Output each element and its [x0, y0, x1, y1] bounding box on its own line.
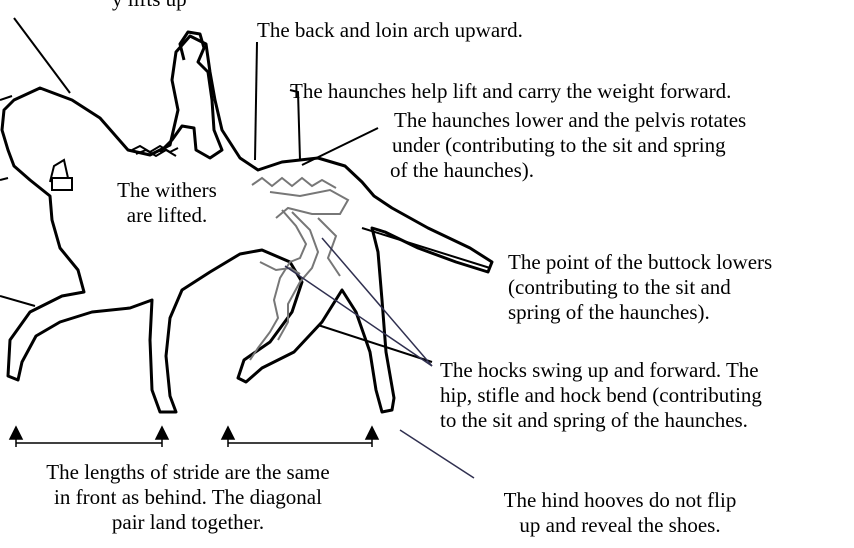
label-pelvis-line-1: The haunches lower and the pelvis rotate…: [394, 108, 746, 133]
label-buttock-line-1: The point of the buttock lowers: [508, 250, 772, 275]
label-back-loin: The back and loin arch upward.: [257, 18, 523, 43]
pointer-line-hooves: [400, 430, 474, 478]
label-pelvis-line-3: of the haunches).: [390, 158, 746, 183]
label-buttock: The point of the buttock lowers (contrib…: [508, 250, 772, 325]
label-stride: The lengths of stride are the same in fr…: [0, 460, 376, 535]
label-buttock-line-2: (contributing to the sit and: [508, 275, 772, 300]
label-stride-line-2: in front as behind. The diagonal: [0, 485, 376, 510]
label-hooves-line-1: The hind hooves do not flip: [470, 488, 770, 513]
label-hocks: The hocks swing up and forward. The hip,…: [440, 358, 762, 433]
stride-marker-front: [10, 427, 168, 447]
pointer-line-poll: [0, 96, 12, 100]
pointer-line-rider: [14, 18, 70, 93]
label-hind-hooves: The hind hooves do not flip up and revea…: [470, 488, 770, 538]
pointer-line-knee: [0, 296, 35, 306]
label-stride-line-3: pair land together.: [0, 510, 376, 535]
rider-outline: [160, 32, 222, 158]
label-withers-line-1: The withers: [92, 178, 242, 203]
label-top-fragment: y lifts up: [112, 0, 187, 12]
label-stride-line-1: The lengths of stride are the same: [0, 460, 376, 485]
label-hocks-line-2: hip, stifle and hock bend (contributing: [440, 383, 762, 408]
label-withers-line-2: are lifted.: [92, 203, 242, 228]
label-hocks-line-3: to the sit and spring of the haunches.: [440, 408, 762, 433]
pointer-line-chest: [0, 178, 8, 180]
label-buttock-line-3: spring of the haunches).: [508, 300, 772, 325]
label-pelvis-line-2: under (contributing to the sit and sprin…: [392, 133, 746, 158]
bridle-detail: [50, 160, 72, 190]
pointer-line-back: [255, 42, 257, 160]
hind-skeleton-sketch: [250, 178, 348, 360]
label-hooves-line-2: up and reveal the shoes.: [470, 513, 770, 538]
stride-marker-hind: [222, 427, 378, 447]
label-haunches-lift: The haunches help lift and carry the wei…: [290, 79, 731, 104]
pointer-line-pelvis: [302, 128, 378, 165]
label-pelvis-rotates: The haunches lower and the pelvis rotate…: [394, 108, 746, 183]
label-hocks-line-1: The hocks swing up and forward. The: [440, 358, 762, 383]
pointer-line-hocks-upper: [318, 325, 432, 362]
label-withers: The withers are lifted.: [92, 178, 242, 228]
